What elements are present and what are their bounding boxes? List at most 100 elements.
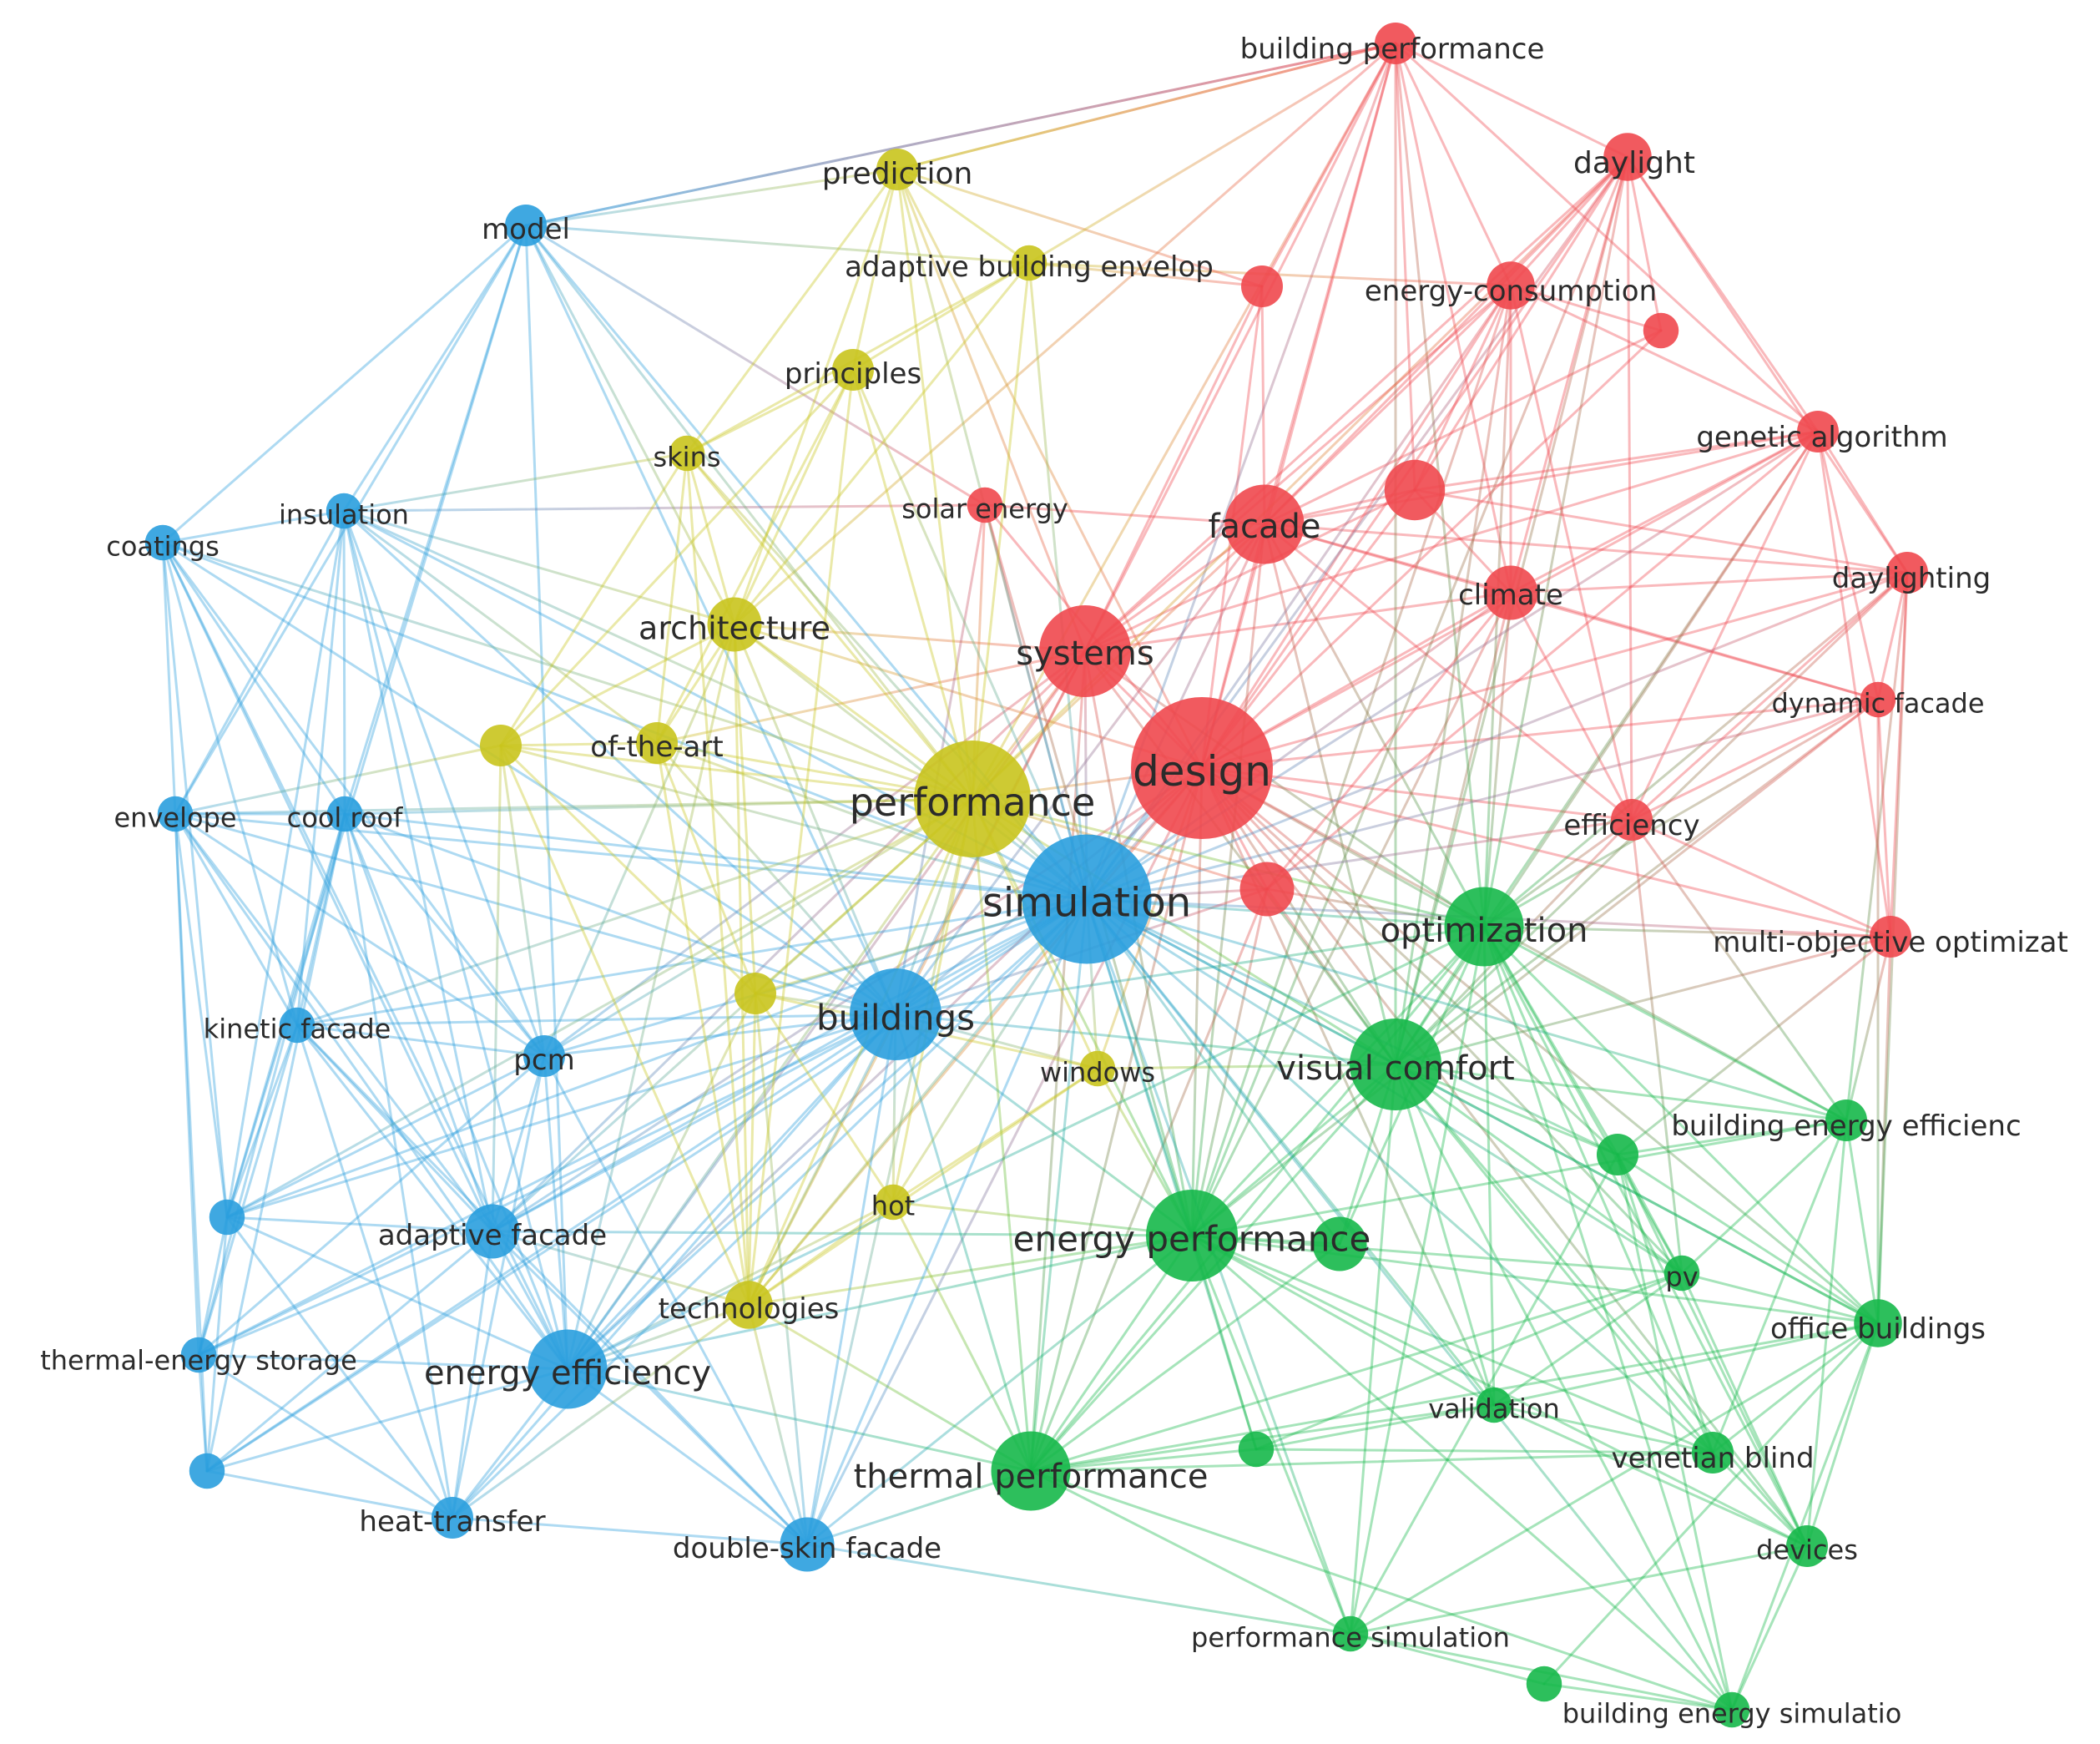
- node-energy-efficiency[interactable]: [528, 1329, 608, 1409]
- node-simulation[interactable]: [1022, 834, 1152, 964]
- node-daylight[interactable]: [1603, 133, 1652, 181]
- node-venetian-blind[interactable]: [1692, 1432, 1734, 1474]
- node-solar-energy[interactable]: [967, 487, 1003, 523]
- label-visual-comfort: visual comfort: [1276, 1049, 1514, 1088]
- node-insulation[interactable]: [326, 493, 362, 529]
- node-red-u3[interactable]: [1384, 459, 1446, 521]
- node-green-u3[interactable]: [1238, 1431, 1275, 1468]
- node-red-u4[interactable]: [1239, 862, 1295, 917]
- edge-skins-principles: [685, 368, 855, 455]
- node-blue-u1[interactable]: [209, 1199, 245, 1236]
- label-pv: pv: [1665, 1261, 1698, 1293]
- edge-simulation-blue_u2: [205, 897, 1088, 1473]
- node-pcm[interactable]: [523, 1035, 565, 1077]
- node-green-u1[interactable]: [1597, 1134, 1638, 1175]
- node-building-performance[interactable]: [1375, 23, 1416, 64]
- node-energy-performance[interactable]: [1146, 1190, 1238, 1281]
- node-thermal-performance[interactable]: [991, 1431, 1071, 1511]
- edge-climate-building_performance: [1394, 42, 1512, 594]
- node-architecture[interactable]: [707, 597, 762, 652]
- node-red-u2[interactable]: [1643, 312, 1679, 349]
- node-buildings[interactable]: [850, 968, 941, 1060]
- edge-double_skin_facade-yellow_u2: [754, 992, 809, 1546]
- node-adaptive-building-envelop[interactable]: [1011, 245, 1047, 281]
- node-prediction[interactable]: [876, 149, 918, 190]
- node-visual-comfort[interactable]: [1350, 1019, 1441, 1110]
- edge-pcm-blue_u1: [225, 1054, 546, 1219]
- edge-double_skin_facade-heat_transfer: [451, 1516, 809, 1546]
- node-hot[interactable]: [875, 1184, 911, 1221]
- node-red-u1[interactable]: [1241, 265, 1283, 307]
- node-performance[interactable]: [914, 741, 1031, 857]
- node-performance-simulation[interactable]: [1332, 1615, 1369, 1652]
- node-yellow-u2[interactable]: [734, 973, 776, 1014]
- node-validation[interactable]: [1476, 1387, 1512, 1423]
- edge-kinetic_facade-envelope: [174, 812, 299, 1027]
- edge-energy_efficiency-envelope: [174, 812, 569, 1371]
- edge-facade-efficiency: [1263, 523, 1633, 821]
- label-genetic-algorithm: genetic algorithm: [1696, 421, 1947, 454]
- edge-green_u3-simulation: [1085, 897, 1258, 1451]
- edge-visual_comfort-buildings: [894, 1013, 1397, 1066]
- node-devices[interactable]: [1786, 1525, 1828, 1567]
- edge-design-red_u2: [1200, 329, 1663, 770]
- edge-principles-adaptive_building_envelop: [851, 261, 1031, 372]
- node-dynamic-facade[interactable]: [1860, 681, 1896, 718]
- edge-daylighting-red_u3: [1413, 488, 1909, 574]
- edge-buildings-coatings: [161, 541, 897, 1016]
- edge-building_energy_simulation-green_u1: [1616, 1153, 1734, 1711]
- node-technologies[interactable]: [724, 1281, 773, 1329]
- label-cool-roof: cool roof: [287, 802, 403, 834]
- edge-systems-building_performance: [1083, 42, 1397, 653]
- node-coatings[interactable]: [144, 524, 181, 561]
- node-climate[interactable]: [1483, 565, 1538, 620]
- edge-venetian_blind-devices: [1711, 1451, 1809, 1548]
- edge-energy_performance-double_skin_facade: [805, 1234, 1194, 1546]
- label-facade: facade: [1208, 508, 1320, 546]
- edge-cool_roof-blue_u2: [205, 812, 346, 1473]
- edge-buildings-kinetic_facade: [295, 1013, 897, 1027]
- node-design[interactable]: [1131, 697, 1273, 839]
- edge-adaptive_facade-insulation: [342, 509, 494, 1233]
- node-of-the-art[interactable]: [636, 722, 678, 764]
- node-multi-objective[interactable]: [1870, 916, 1911, 958]
- node-green-u2[interactable]: [1312, 1216, 1367, 1271]
- node-daylighting[interactable]: [1886, 552, 1928, 594]
- node-windows[interactable]: [1079, 1050, 1116, 1087]
- edge-building_performance-daylight: [1394, 42, 1629, 159]
- label-coatings: coatings: [106, 531, 219, 563]
- edge-double_skin_facade-performance: [805, 797, 974, 1546]
- node-adaptive-facade[interactable]: [465, 1204, 520, 1259]
- node-genetic-algorithm[interactable]: [1797, 411, 1839, 452]
- edge-insulation-model: [342, 224, 528, 513]
- node-envelope[interactable]: [157, 796, 194, 832]
- node-yellow-u1[interactable]: [480, 725, 522, 766]
- node-systems[interactable]: [1039, 605, 1131, 697]
- edge-pcm-cool_roof: [343, 812, 546, 1058]
- node-double-skin-facade[interactable]: [780, 1517, 835, 1572]
- node-heat-transfer[interactable]: [432, 1497, 473, 1539]
- node-energy-consumption[interactable]: [1487, 261, 1535, 310]
- node-green-u4[interactable]: [1526, 1666, 1562, 1702]
- node-cool-roof[interactable]: [326, 796, 363, 832]
- node-optimization[interactable]: [1444, 887, 1524, 967]
- node-facade[interactable]: [1224, 484, 1305, 564]
- node-principles[interactable]: [832, 349, 874, 391]
- node-thermal-energy-storage[interactable]: [180, 1337, 217, 1373]
- edge-energy_efficiency-blue_u2: [205, 1367, 569, 1473]
- edge-efficiency-building_energy_efficiency: [1630, 818, 1848, 1122]
- node-kinetic-facade[interactable]: [279, 1007, 316, 1044]
- node-blue-u2[interactable]: [189, 1453, 225, 1489]
- node-office-buildings[interactable]: [1854, 1299, 1902, 1347]
- edge-architecture-prediction: [733, 168, 899, 626]
- node-efficiency[interactable]: [1611, 799, 1653, 841]
- node-pv[interactable]: [1663, 1255, 1700, 1292]
- edge-genetic_algorithm-daylighting: [1816, 430, 1909, 574]
- label-thermal-performance: thermal performance: [854, 1458, 1209, 1496]
- node-model[interactable]: [505, 205, 547, 246]
- node-building-energy-efficiency[interactable]: [1825, 1099, 1867, 1141]
- node-skins[interactable]: [669, 435, 705, 472]
- edge-heat_transfer-cool_roof: [343, 812, 454, 1519]
- edge-office_buildings-green_u1: [1616, 1153, 1880, 1325]
- node-building-energy-simulation[interactable]: [1714, 1691, 1750, 1728]
